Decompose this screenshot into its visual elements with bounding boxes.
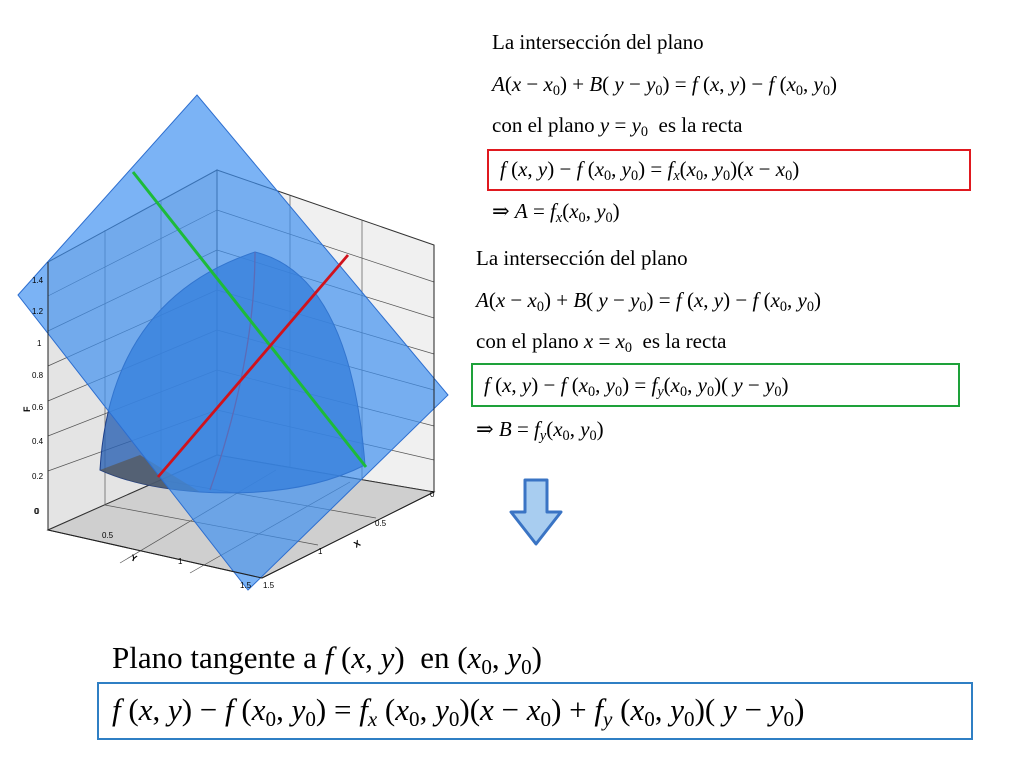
f-axis-label: F bbox=[22, 406, 32, 412]
block2-condition: con el plano x = x0 es la recta bbox=[476, 329, 727, 356]
box-front-edges bbox=[47, 245, 435, 579]
conclusion-formula-box bbox=[97, 682, 973, 740]
f-tick-label: 1 bbox=[37, 339, 42, 348]
block2-result: ⇒ B = fy(x0, y0) bbox=[476, 417, 604, 444]
tangent-line-red bbox=[156, 254, 350, 478]
block2-line-box bbox=[471, 363, 960, 407]
block1-heading: La intersección del plano bbox=[492, 30, 704, 54]
block1-result: ⇒ A = fx(x0, y0) bbox=[492, 199, 620, 226]
conclusion-title: Plano tangente a f (x, y) en (x0, y0) bbox=[112, 640, 542, 679]
block2-heading: La intersección del plano bbox=[476, 246, 688, 270]
y-tick-label: 0 bbox=[35, 507, 40, 516]
f-tick-label: 1.2 bbox=[32, 307, 44, 316]
y-tick-label: 1 bbox=[178, 557, 183, 566]
block1-line-box bbox=[487, 149, 971, 191]
conclusion-formula: f (x, y) − f (x0, y0) = fx (x0, y0)(x − … bbox=[112, 692, 805, 731]
tangent-plane bbox=[17, 94, 449, 591]
y-axis-label: Y bbox=[129, 552, 138, 563]
x-tick-label: 1 bbox=[318, 547, 323, 556]
y-tick-label: 0.5 bbox=[102, 531, 114, 540]
x-tick-label: 1.5 bbox=[263, 581, 275, 590]
f-tick-label: 0.2 bbox=[32, 472, 44, 481]
block1-plane-equation: A(x − x0) + B( y − y0) = f (x, y) − f (x… bbox=[492, 72, 837, 99]
down-arrow-icon bbox=[509, 478, 563, 546]
block2-line-equation: f (x, y) − f (x0, y0) = fy(x0, y0)( y − … bbox=[484, 373, 789, 400]
surface-plot-3d: 0 0.2 0.4 0.6 0.8 1 1.2 1.4 F 0 0.5 1 1.… bbox=[17, 94, 449, 591]
y-tick-label: 1.5 bbox=[240, 581, 252, 590]
f-tick-label: 0.6 bbox=[32, 403, 44, 412]
block1-condition: con el plano y = y0 es la recta bbox=[492, 113, 743, 140]
f-tick-label: 0.4 bbox=[32, 437, 44, 446]
x-tick-label: 0 bbox=[430, 490, 435, 499]
tangent-line-green bbox=[131, 171, 368, 468]
block2-plane-equation: A(x − x0) + B( y − y0) = f (x, y) − f (x… bbox=[476, 288, 821, 315]
x-tick-label: 0.5 bbox=[375, 519, 387, 528]
f-tick-label: 0 bbox=[34, 507, 39, 516]
x-axis-label: X bbox=[352, 538, 362, 550]
f-tick-label: 1.4 bbox=[32, 276, 44, 285]
block1-line-equation: f (x, y) − f (x0, y0) = fx(x0, y0)(x − x… bbox=[500, 157, 800, 184]
f-tick-label: 0.8 bbox=[32, 371, 44, 380]
